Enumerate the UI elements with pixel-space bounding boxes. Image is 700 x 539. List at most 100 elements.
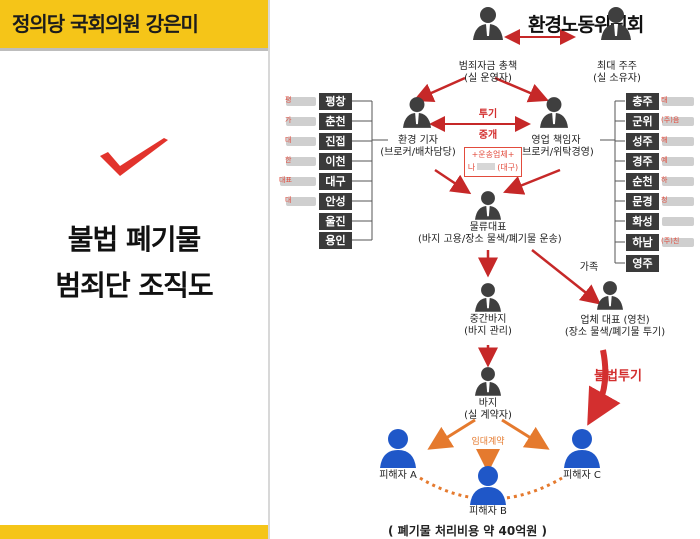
owner-name: 최대 주주 <box>597 61 637 72</box>
panel-title-line2: 범죄단 조직도 <box>55 269 213 302</box>
tag-left-4: 대표 <box>279 176 292 184</box>
boss-label: 범죄자금 총책 (실 운영자) <box>448 61 528 85</box>
city-left-0: 평창 <box>319 93 352 110</box>
victim-icon-a <box>380 429 416 468</box>
edge-label-dumping: 투기 <box>478 109 498 120</box>
panel-title-line1: 불법 폐기물 <box>67 223 202 256</box>
victim-a-label: 피해자 A <box>379 470 417 481</box>
edge-logistics-company <box>531 249 601 305</box>
header-banner: 정의당 국회의원 강은미 <box>0 0 268 48</box>
city-right-0: 충주 <box>626 93 659 110</box>
footer-banner <box>0 525 268 539</box>
redacted-block <box>477 163 496 170</box>
city-left-3: 이천 <box>319 153 352 170</box>
edge-label-brokering: 중개 <box>478 130 498 141</box>
person-icon-logistics <box>475 191 501 220</box>
cost-note: ( 폐기물 처리비용 약 40억원 ) <box>388 524 547 538</box>
tag-right-1: (주)음 <box>661 116 680 124</box>
city-right-8: 영주 <box>626 255 659 272</box>
checkmark-icon <box>100 138 168 176</box>
edge-sales-logistics <box>503 168 561 195</box>
city-right-6: 화성 <box>626 213 659 230</box>
tag-right-0: 태 <box>661 96 668 104</box>
transport-line2: 나(대구) <box>465 161 521 174</box>
redacted-right-3: 예 <box>661 156 694 166</box>
edge-bazi-victim-c <box>501 418 550 450</box>
tag-right-5: 청 <box>661 196 668 204</box>
transport-box: +운송업체+ 나(대구) <box>464 147 522 177</box>
tag-left-0: 평 <box>285 96 292 104</box>
city-left-6: 울진 <box>319 213 352 230</box>
middle-role: (바지 관리) <box>464 326 512 337</box>
tag-left-3: 한 <box>285 156 292 164</box>
reporter-name: 환경 기자 <box>398 135 438 146</box>
person-icon-reporter <box>403 97 431 128</box>
tag-left-5: 대 <box>285 196 292 204</box>
tag-right-2: 해 <box>661 136 668 144</box>
left-panel: 정의당 국회의원 강은미 불법 폐기물 범죄단 조직도 <box>0 0 268 539</box>
city-right-5: 문경 <box>626 193 659 210</box>
city-right-1: 군위 <box>626 113 659 130</box>
boss-name: 범죄자금 총책 <box>458 61 518 72</box>
person-icon-bazi <box>475 367 501 396</box>
reporter-label: 환경 기자 (브로커/배차담당) <box>378 135 458 159</box>
redacted-right-1: (주)음 <box>661 116 694 126</box>
edge-bazi-victim-a <box>427 418 476 450</box>
redacted-left-5: 대 <box>285 196 316 206</box>
edge-label-lease: 임대계약 <box>471 437 505 447</box>
edge-boss-reporter <box>413 76 466 103</box>
edge-label-illegal-dumping: 불법투기 <box>594 369 642 384</box>
redacted-left-0: 평 <box>285 96 316 106</box>
city-left-2: 진접 <box>319 133 352 150</box>
logistics-role: (바지 고용/장소 물색/폐기물 운송) <box>418 234 562 245</box>
bazi-label: 바지 (실 계약자) <box>448 398 528 422</box>
company-label: 업체 대표 (영천) (장소 물색/폐기물 투기) <box>560 315 670 339</box>
city-left-5: 안성 <box>319 193 352 210</box>
redacted-right-6 <box>662 217 694 226</box>
city-right-7: 하남 <box>626 234 659 251</box>
transport-region: (대구) <box>497 163 519 172</box>
owner-label: 최대 주주 (실 소유자) <box>582 61 652 85</box>
edge-illegal-dumping <box>587 349 621 426</box>
city-left-4: 대구 <box>319 173 352 190</box>
redacted-right-2: 해 <box>661 136 694 146</box>
sales-label: 영업 책임자 (브로커/위탁경영) <box>516 135 596 159</box>
victim-c-label: 피해자 C <box>563 470 601 481</box>
sales-name: 영업 책임자 <box>531 135 581 146</box>
person-icon-company <box>597 281 623 310</box>
city-right-4: 순천 <box>626 173 659 190</box>
edge-boss-sales <box>494 76 549 103</box>
logistics-label: 물류대표 (바지 고용/장소 물색/폐기물 운송) <box>418 222 562 246</box>
boss-role: (실 운영자) <box>464 73 512 84</box>
city-left-1: 춘천 <box>319 113 352 130</box>
tag-right-3: 예 <box>661 156 668 164</box>
edge-reporter-logistics <box>434 168 472 195</box>
victim-b-label: 피해자 B <box>469 506 507 517</box>
header-divider <box>0 48 268 51</box>
redacted-left-4: 대표 <box>279 176 316 186</box>
transport-line1: +운송업체+ <box>471 150 515 159</box>
sales-role: (브로커/위탁경영) <box>518 147 594 158</box>
tag-right-4: 하 <box>661 176 668 184</box>
bazi-name: 바지 <box>478 398 498 409</box>
bazi-role: (실 계약자) <box>464 410 512 421</box>
redacted-right-7: (주)친 <box>661 237 694 247</box>
victim-icon-c <box>564 429 600 468</box>
redacted-right-4: 하 <box>661 176 694 186</box>
person-icon-owner <box>601 7 631 40</box>
diagram-connectors <box>352 29 625 501</box>
reporter-role: (브로커/배차담당) <box>380 147 456 158</box>
middle-name: 중간바지 <box>469 314 507 325</box>
redacted-left-3: 한 <box>285 156 316 166</box>
victim-icon-b <box>470 466 506 505</box>
company-name: 업체 대표 (영천) <box>580 315 650 326</box>
redacted-left-2: 대 <box>285 136 316 146</box>
logistics-name: 물류대표 <box>469 222 507 233</box>
redacted-left-1: 가 <box>285 116 316 126</box>
city-left-7: 용인 <box>319 232 352 249</box>
redacted-right-5: 청 <box>661 196 694 206</box>
panel-divider <box>268 0 270 539</box>
middle-label: 중간바지 (바지 관리) <box>448 314 528 338</box>
tag-left-2: 대 <box>285 136 292 144</box>
tag-right-7: (주)친 <box>661 237 680 245</box>
